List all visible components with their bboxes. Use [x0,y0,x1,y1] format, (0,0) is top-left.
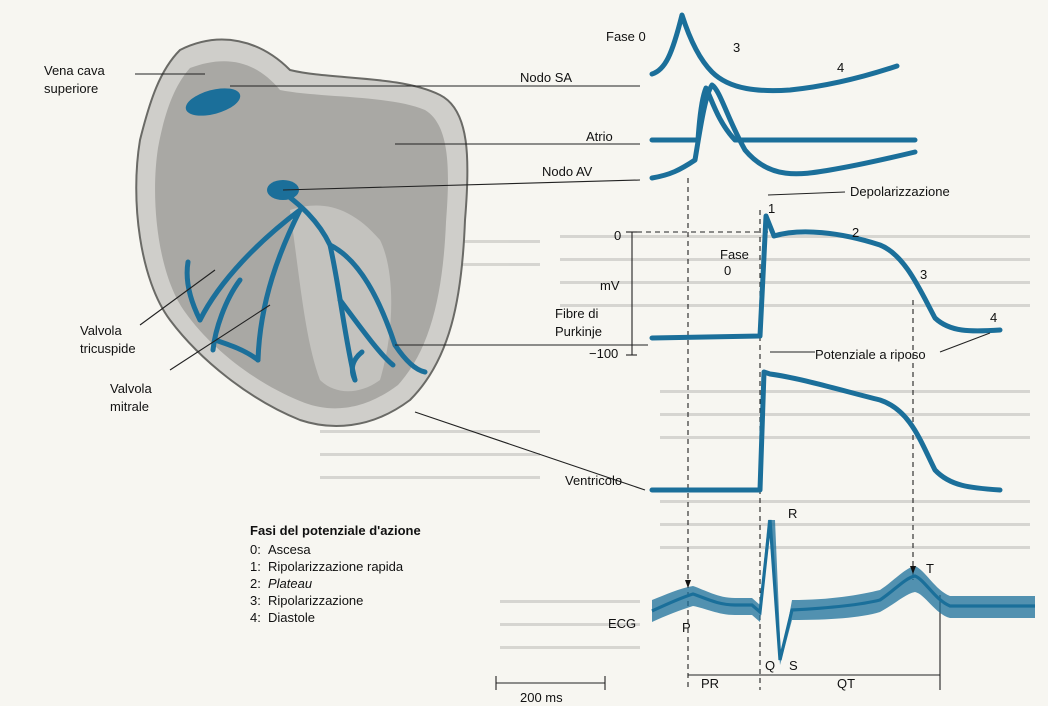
phase-2-label: 2 [852,225,859,240]
atrio-label: Atrio [586,129,613,144]
ecg-label: ECG [608,616,636,631]
purkinje-label-line1: Fibre di [555,306,598,321]
phase-1-label: 1 [768,201,775,216]
action-potential-traces [652,15,1035,665]
mitrale-label-line2: mitrale [110,399,149,414]
nodo-sa-label: Nodo SA [520,70,572,85]
purkinje-label-line2: Purkinje [555,324,602,339]
legend-title: Fasi del potenziale d'azione [250,523,421,538]
ecg-p-label: P [682,620,691,635]
ecg-q-label: Q [765,658,775,673]
pr-interval-label: PR [701,676,719,691]
legend-item-1-text: Ripolarizzazione rapida [268,559,404,574]
vena-cava-label-line2: superiore [44,81,98,96]
mv-axis [626,232,637,355]
axis-unit-label: mV [600,278,620,293]
phases-legend: Fasi del potenziale d'azione 0: Ascesa 1… [250,523,421,625]
legend-item-0-text: Ascesa [268,542,311,557]
legend-item-3-num: 3: [250,593,261,608]
ventricolo-label: Ventricolo [565,473,622,488]
phase-4-purkinje-label: 4 [990,310,997,325]
ecg-t-label: T [926,561,934,576]
phase-4-top-label: 4 [837,60,844,75]
ecg-s-label: S [789,658,798,673]
ecg-trace [652,520,1035,660]
nodo-av-label: Nodo AV [542,164,593,179]
fase0-purkinje-label-line2: 0 [724,263,731,278]
depolarizzazione-label: Depolarizzazione [850,184,950,199]
legend-item-4-text: Diastole [268,610,315,625]
phase-3-top-label: 3 [733,40,740,55]
ventricolo-trace [652,372,1000,490]
vena-cava-label-line1: Vena cava [44,63,105,78]
legend-item-4-num: 4: [250,610,261,625]
legend-item-2-num: 2: [250,576,261,591]
phase-3-purkinje-label: 3 [920,267,927,282]
time-scale-bar [496,676,605,690]
legend-item-1-num: 1: [250,559,261,574]
av-node-trace [652,85,915,178]
tricuspide-label-line1: Valvola [80,323,122,338]
ecg-r-label: R [788,506,797,521]
legend-item-3-text: Ripolarizzazione [268,593,363,608]
atrio-trace [652,88,915,140]
fase0-top-label: Fase 0 [606,29,646,44]
purkinje-trace [652,216,1000,338]
scale-bar-label: 200 ms [520,690,563,705]
qt-interval-label: QT [837,676,855,691]
fase0-purkinje-label-line1: Fase [720,247,749,262]
sa-node-trace [652,15,897,91]
mitrale-label-line1: Valvola [110,381,152,396]
ecg-band [652,520,1035,665]
axis-min-label: −100 [589,346,618,361]
legend-item-2-text: Plateau [268,576,312,591]
tricuspide-label-line2: tricuspide [80,341,136,356]
potenziale-riposo-label: Potenziale a riposo [815,347,926,362]
heart-illustration [136,40,467,426]
legend-item-0-num: 0: [250,542,261,557]
axis-zero-label: 0 [614,228,621,243]
